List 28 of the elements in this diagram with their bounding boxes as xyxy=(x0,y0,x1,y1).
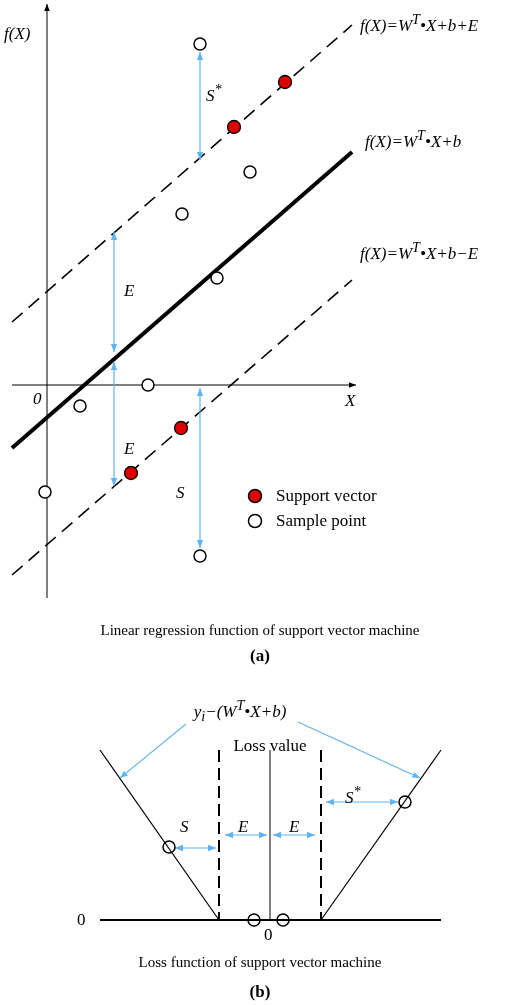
dimension-label: S xyxy=(176,484,185,501)
v-branch-line xyxy=(99,749,220,921)
formula-label: f(X)=W$^{T}$•X+b xyxy=(365,128,462,150)
dimension-label: S$^{*}$ xyxy=(206,82,222,104)
tick-label: 0 xyxy=(77,911,86,928)
v-branch-line xyxy=(320,749,442,921)
axis-label: f(X) xyxy=(4,25,31,42)
tick-label: 0 xyxy=(264,926,273,943)
axis-label: X xyxy=(345,392,356,409)
caption: Loss function of support vector machine xyxy=(138,955,382,970)
leader-line xyxy=(297,721,421,779)
formula-label: y$_{i}$−(W$^{T}$•X+b) xyxy=(193,698,287,724)
panel-label: (a) xyxy=(250,647,270,664)
axis-label: Loss value xyxy=(233,737,307,754)
formula-label: f(X)=W$^{T}$•X+b−E xyxy=(360,240,479,262)
dimension-label: E xyxy=(124,282,135,299)
dimension-label: S xyxy=(180,818,189,835)
dimension-label: S$^{*}$ xyxy=(345,784,361,806)
panel-label: (b) xyxy=(249,983,271,1000)
leader-line xyxy=(119,723,187,779)
legend-label: Support vector xyxy=(276,487,377,504)
legend-label: Sample point xyxy=(276,512,367,529)
dimension-label: E xyxy=(124,440,135,457)
formula-label: f(X)=W$^{T}$•X+b+E xyxy=(360,12,479,34)
origin-label: 0 xyxy=(33,390,42,407)
caption: Linear regression function of support vector machine xyxy=(100,623,420,638)
dimension-label: E xyxy=(238,818,249,835)
dimension-label: E xyxy=(289,818,300,835)
